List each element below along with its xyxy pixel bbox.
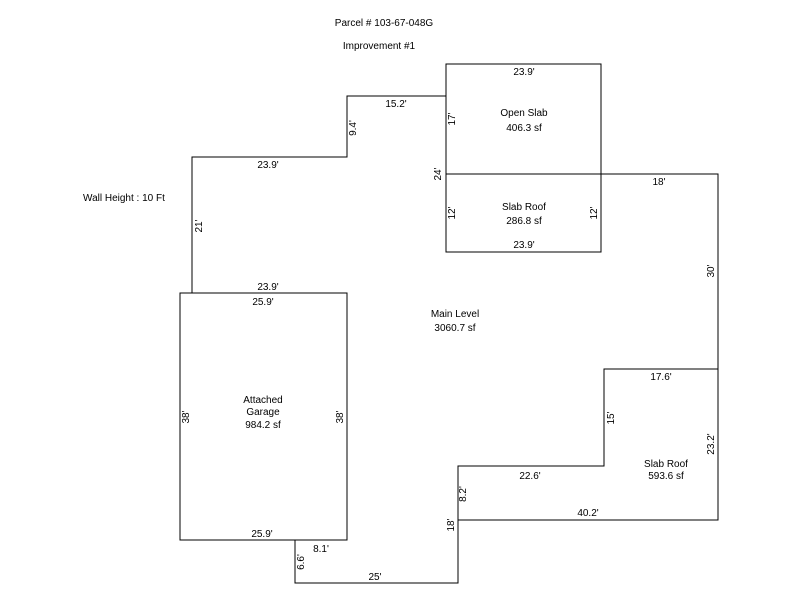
wall-height-label: Wall Height : 10 Ft (83, 193, 165, 204)
main-level-area: 3060.7 sf (434, 323, 475, 334)
slab-roof-lower-outline (457, 368, 718, 520)
dim-label: 15' (606, 411, 617, 424)
dim-label: 23.9' (513, 67, 534, 78)
dim-label: 22.6' (519, 471, 540, 482)
slab-roof-upper-name: Slab Roof (502, 202, 546, 213)
dim-label: 8.1' (313, 544, 329, 555)
dim-label: 23.2' (706, 433, 717, 454)
garage-outline (179, 292, 348, 541)
dim-label: 23.9' (257, 282, 278, 293)
improvement-label: Improvement #1 (343, 41, 416, 52)
dim-label: 15.2' (385, 99, 406, 110)
dim-label: 21' (194, 219, 205, 232)
dim-label: 17.6' (650, 372, 671, 383)
garage-area: 984.2 sf (245, 420, 281, 431)
slab-roof-upper-area: 286.8 sf (506, 216, 542, 227)
open-slab-name: Open Slab (500, 108, 548, 119)
slab-roof-lower-name: Slab Roof (644, 459, 688, 470)
open-slab-area: 406.3 sf (506, 123, 542, 134)
main-level-outline (191, 95, 719, 584)
dim-label: 24' (433, 167, 444, 180)
dim-label: 25.9' (251, 529, 272, 540)
dim-label: 8.2' (458, 486, 469, 502)
dim-label: 18' (446, 518, 457, 531)
dim-label: 30' (706, 264, 717, 277)
dim-label: 12' (447, 206, 458, 219)
dim-label: 18' (652, 177, 665, 188)
garage-name-line2: Garage (246, 407, 280, 418)
dim-label: 38' (335, 410, 346, 423)
dim-label: 25' (368, 572, 381, 583)
dim-label: 23.9' (513, 240, 534, 251)
slab-roof-upper-outline (445, 173, 602, 253)
parcel-number: Parcel # 103-67-048G (335, 18, 434, 29)
slab-roof-lower-area: 593.6 sf (648, 471, 684, 482)
dim-label: 12' (589, 206, 600, 219)
dim-label: 25.9' (252, 297, 273, 308)
dim-label: 9.4' (348, 120, 359, 136)
dim-label: 17' (447, 112, 458, 125)
open-slab-outline (445, 63, 602, 175)
dim-label: 23.9' (257, 160, 278, 171)
dim-label: 38' (181, 410, 192, 423)
garage-name-line1: Attached (243, 395, 282, 406)
dim-label: 6.6' (296, 554, 307, 570)
dim-label: 40.2' (577, 508, 598, 519)
main-level-name: Main Level (431, 309, 479, 320)
